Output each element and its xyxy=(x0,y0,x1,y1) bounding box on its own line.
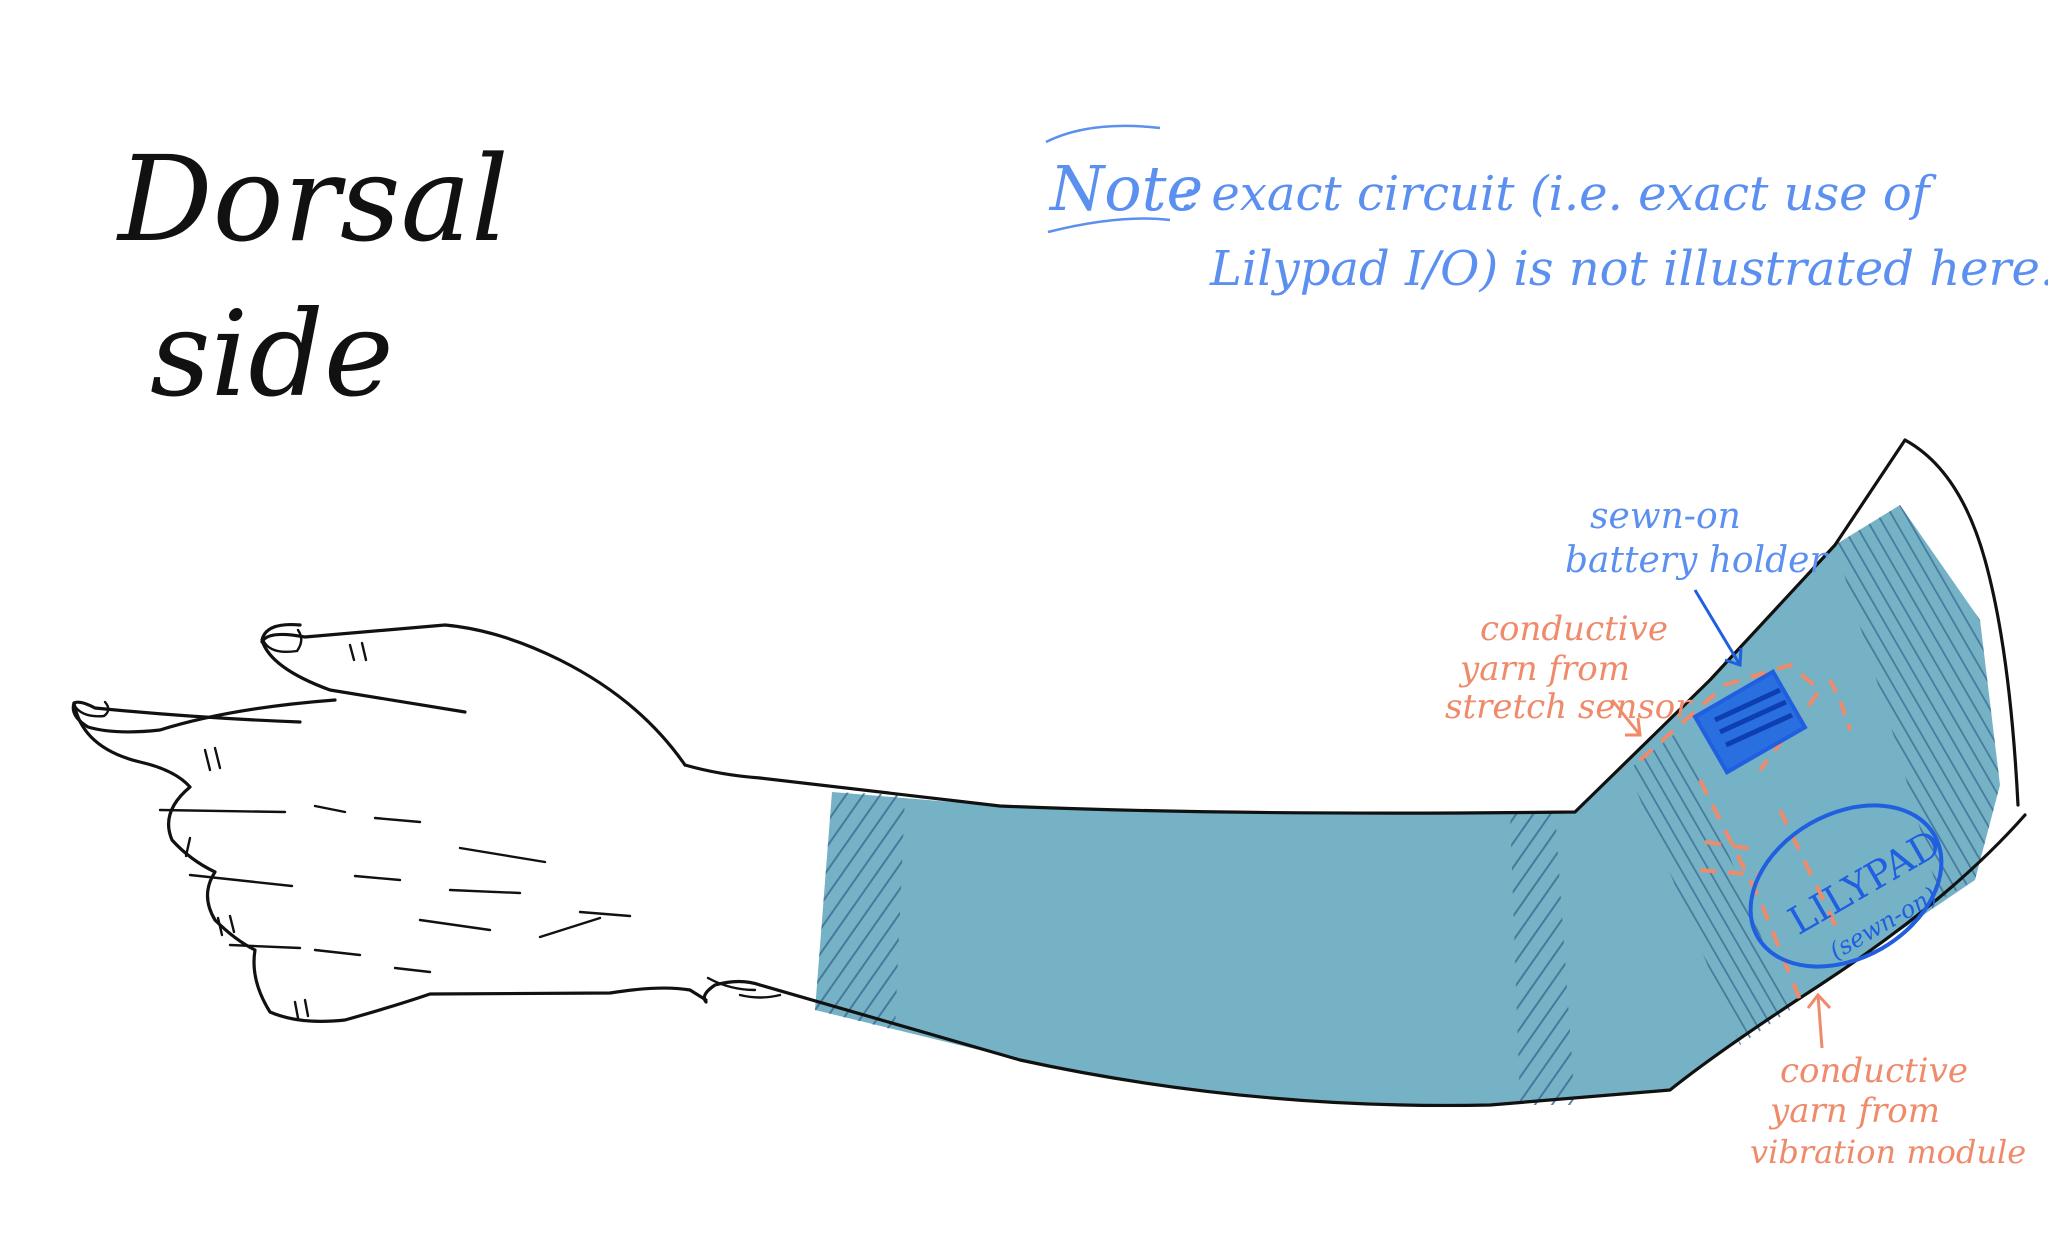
vibration-label-line-1: conductive xyxy=(1780,1051,1968,1091)
knuckle-marks xyxy=(186,643,366,1018)
title-line-1: Dorsal xyxy=(116,130,509,268)
index-finger xyxy=(73,700,335,732)
title-line-2: side xyxy=(150,285,394,423)
wrist-cuff-hatch xyxy=(815,792,905,1030)
battery-arrow xyxy=(1695,590,1741,665)
thumb xyxy=(262,625,465,712)
hand-underside xyxy=(74,703,706,1021)
stretch-label-line-1: conductive xyxy=(1480,609,1668,649)
hand-tendon-lines xyxy=(315,806,630,972)
knuckle-crease-2 xyxy=(190,875,292,886)
battery-label-line-2: battery holder xyxy=(1565,540,1828,581)
note-line-1: : exact circuit (i.e. exact use of xyxy=(1180,166,1937,222)
vibration-label-line-2: yarn from xyxy=(1768,1091,1940,1131)
hand-back-top xyxy=(262,625,685,765)
note-group: Note : exact circuit (i.e. exact use of … xyxy=(1046,126,2048,297)
stretch-label-line-2: yarn from xyxy=(1458,649,1630,689)
vibration-arrow xyxy=(1808,995,1830,1048)
stretch-label-line-3: stretch sensor xyxy=(1445,687,1693,727)
knuckle-crease-1 xyxy=(160,810,285,812)
battery-label-line-1: sewn-on xyxy=(1590,496,1741,537)
title-group: Dorsal side xyxy=(116,130,509,423)
wrist-bottom xyxy=(704,982,760,1003)
knuckle-crease-3 xyxy=(230,945,300,948)
vibration-label-line-3: vibration module xyxy=(1750,1133,2026,1171)
note-line-2: Lilypad I/O) is not illustrated here. xyxy=(1209,241,2048,297)
